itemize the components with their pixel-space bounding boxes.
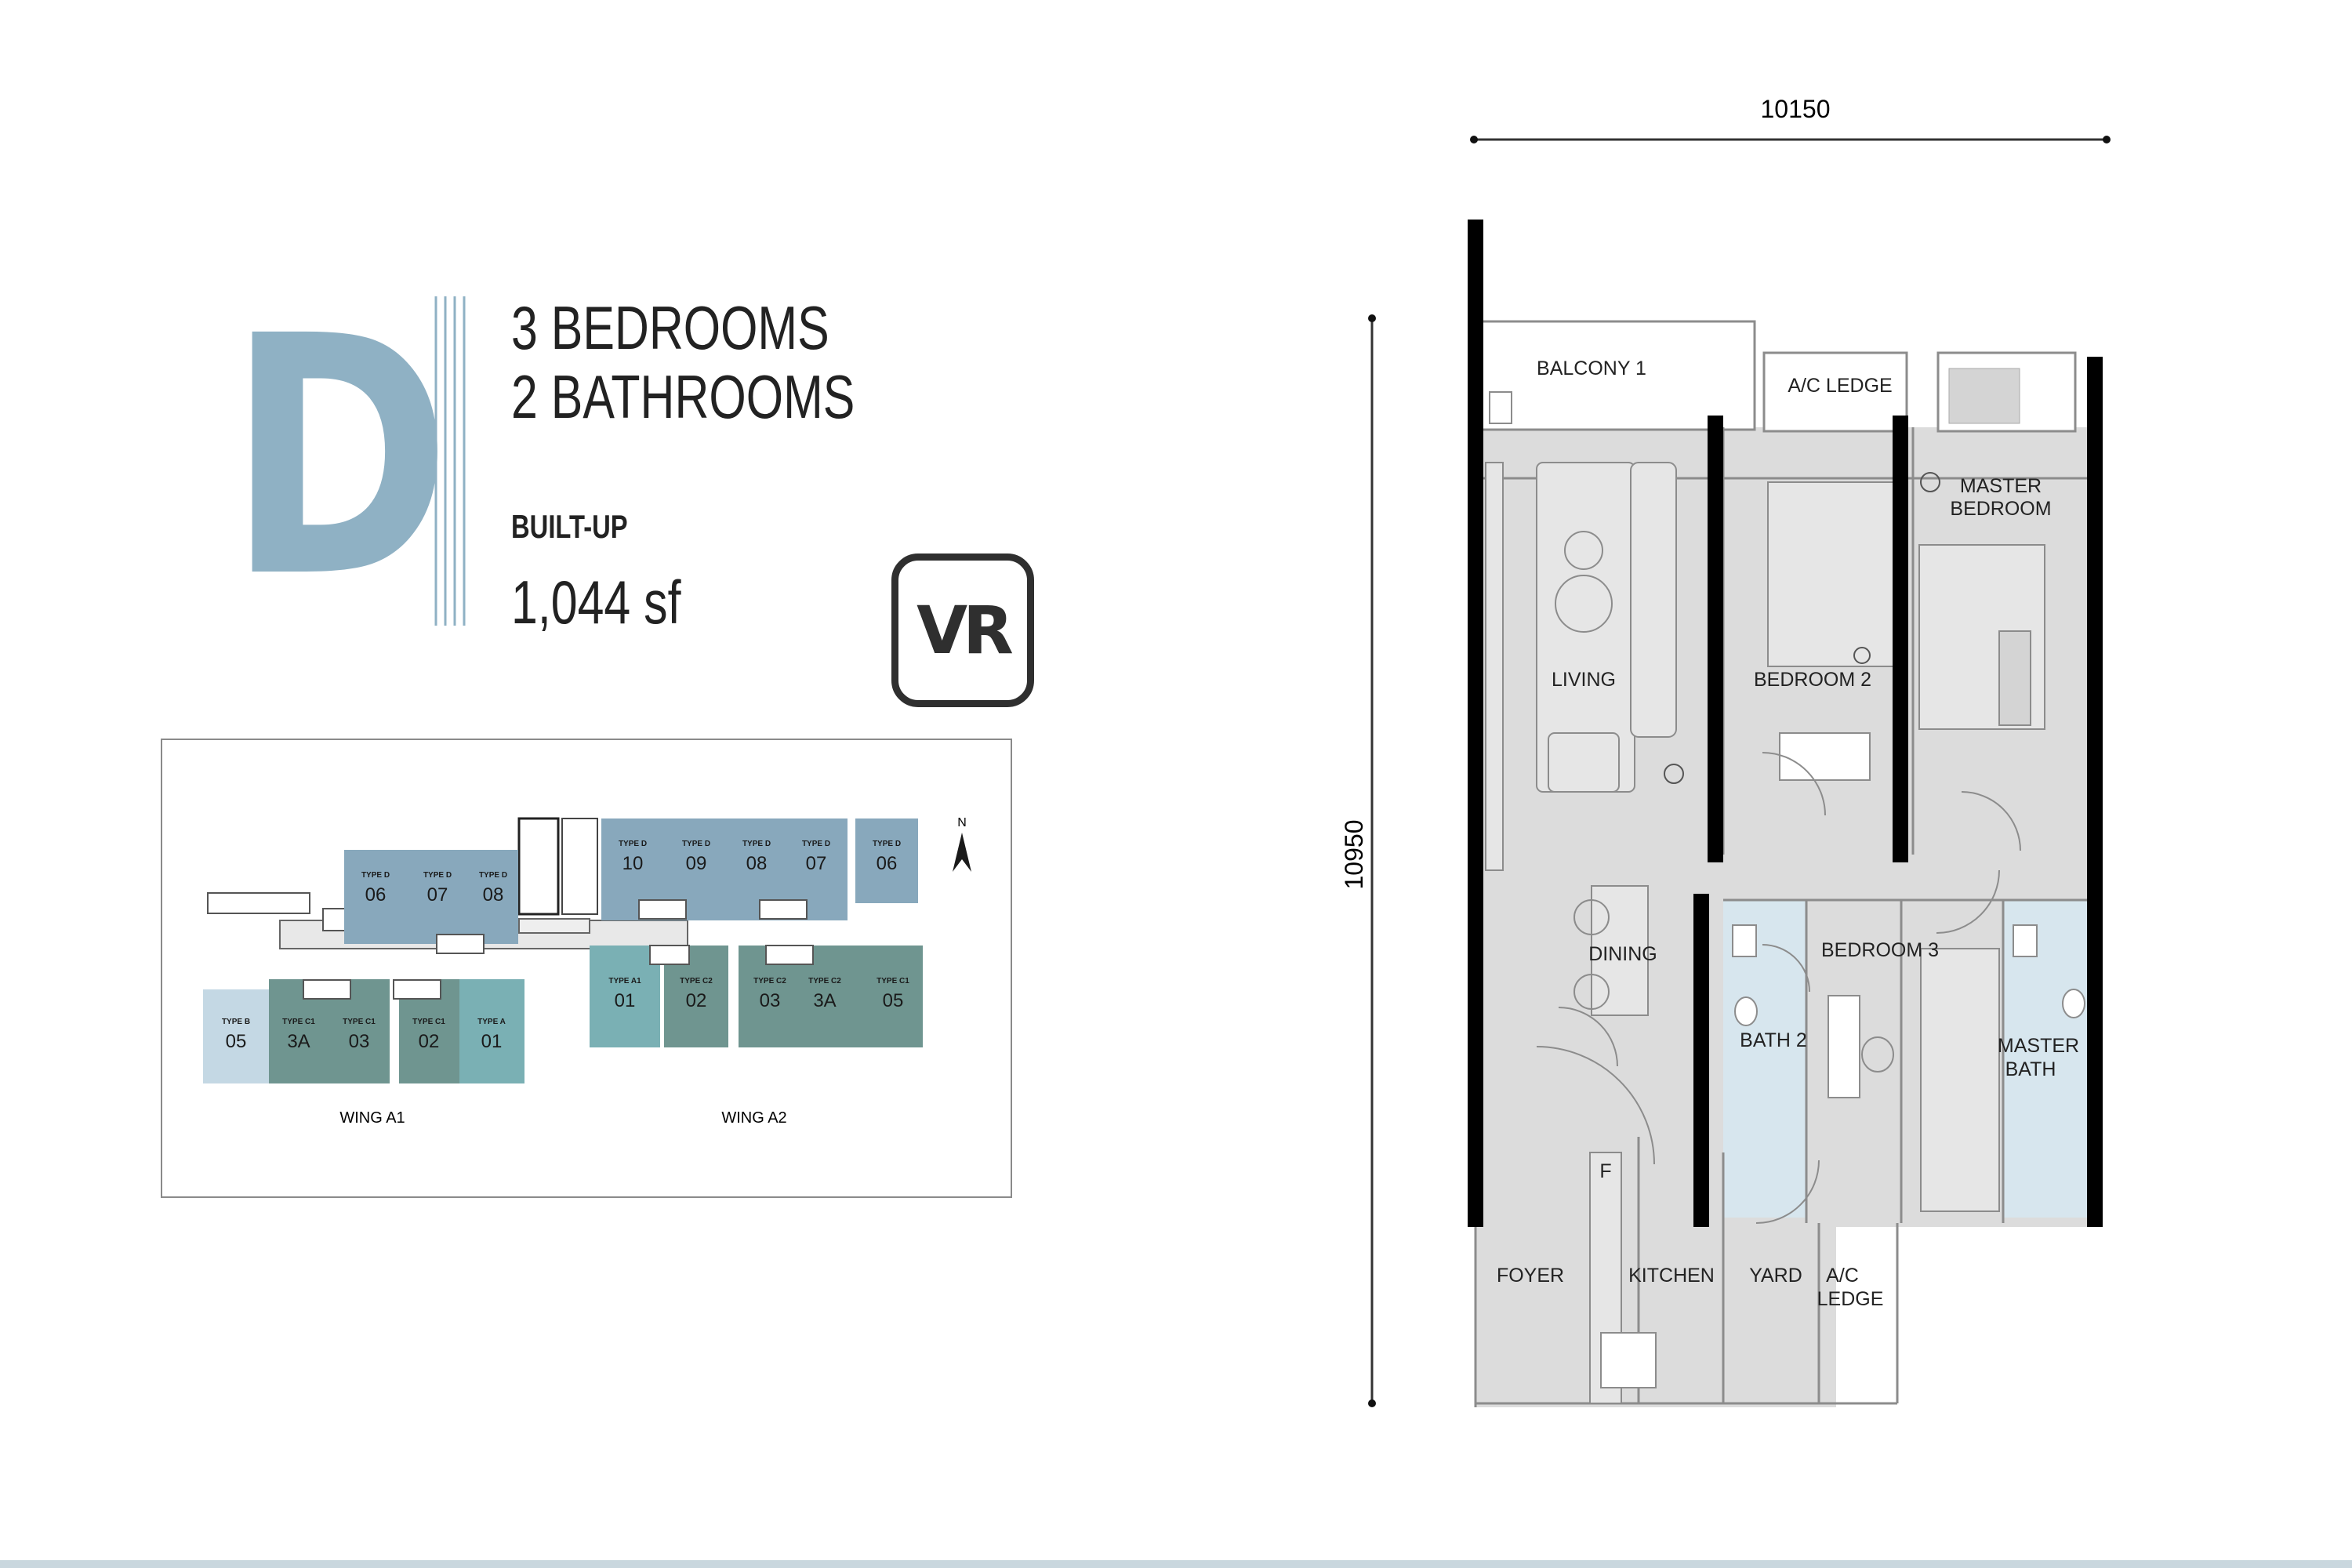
room-label-master-bedroom: BEDROOM (1950, 498, 2051, 520)
vr-button-label: VR (916, 592, 1014, 669)
wing-label: WING A1 (339, 1109, 405, 1127)
kp-unit-number: 02 (419, 1031, 440, 1052)
built-up-label: BUILT-UP (511, 508, 628, 545)
kp-unit-type: TYPE D (619, 840, 647, 848)
kp-unit-type: TYPE D (682, 840, 710, 848)
kp-unit-number: 07 (427, 884, 448, 906)
kp-unit-type: TYPE C2 (680, 977, 713, 985)
kp-unit-number: 05 (226, 1031, 247, 1052)
room-label-bedroom2: BEDROOM 2 (1754, 669, 1871, 691)
kp-unit-number: 08 (746, 853, 768, 874)
kp-unit-type: TYPE D (873, 840, 901, 848)
kp-unit (407, 850, 468, 944)
kp-unit-number: 03 (760, 990, 781, 1011)
room-label-bath2: BATH 2 (1740, 1029, 1807, 1051)
room-label-bedroom3: BEDROOM 3 (1821, 939, 1939, 961)
room-label-ac-ledge-bottom: A/C (1826, 1265, 1859, 1287)
vr-tour-button[interactable]: VR (891, 554, 1034, 707)
room-label-yard: YARD (1749, 1265, 1802, 1287)
bathrooms-count: 2 BATHROOMS (511, 362, 855, 431)
room-label-ac-ledge-bottom: LEDGE (1817, 1288, 1884, 1310)
fridge-label: F (1599, 1160, 1611, 1182)
kp-unit-type: TYPE D (361, 871, 390, 880)
north-label: N (957, 816, 967, 829)
kp-unit-number: 01 (481, 1031, 503, 1052)
room-label-foyer: FOYER (1497, 1265, 1564, 1287)
room-label-master-bedroom: MASTER (1960, 475, 2042, 497)
balcony (1480, 320, 1756, 431)
kp-unit-type: TYPE A1 (608, 977, 641, 985)
kp-unit-type: TYPE D (802, 840, 830, 848)
kp-unit (344, 850, 407, 944)
room-label-ac-ledge: A/C LEDGE (1788, 375, 1892, 397)
kp-unit-number: 08 (483, 884, 504, 906)
room-label-balcony: BALCONY 1 (1537, 358, 1646, 379)
kp-unit-number: 3A (287, 1031, 310, 1052)
built-up-value: 1,044 sf (511, 568, 681, 637)
kp-unit (590, 946, 660, 1047)
kp-unit-type: TYPE D (479, 871, 507, 880)
kp-unit-number: 06 (877, 853, 898, 874)
kp-unit-type: TYPE C1 (877, 977, 909, 985)
kp-unit-type: TYPE C1 (412, 1018, 445, 1026)
room-label-living: LIVING (1552, 669, 1616, 691)
bedrooms-count: 3 BEDROOMS (511, 293, 829, 362)
kp-unit-type: TYPE D (742, 840, 771, 848)
room-label-dining: DINING (1588, 943, 1657, 965)
kp-unit-number: 02 (686, 990, 707, 1011)
kp-unit-type: TYPE C1 (282, 1018, 315, 1026)
width-dimension: 10150 (1761, 95, 1831, 123)
height-dimension: 10950 (1340, 820, 1368, 890)
kp-unit-type: TYPE A (477, 1018, 506, 1026)
kp-unit-number: 03 (349, 1031, 370, 1052)
divider-lines (434, 296, 466, 626)
kp-unit-type: TYPE D (423, 871, 452, 880)
room-label-master-bath: MASTER (1998, 1035, 2079, 1057)
ac-ledge-top (1762, 351, 1908, 433)
north-arrow-icon (953, 833, 971, 872)
kp-unit (855, 818, 918, 903)
footer-divider (0, 1560, 2352, 1568)
unit-type-letter: D (227, 267, 452, 650)
room-label-kitchen: KITCHEN (1628, 1265, 1715, 1287)
kp-unit-number: 09 (686, 853, 707, 874)
kp-unit-type: TYPE B (222, 1018, 250, 1026)
key-plan-drawing: TYPE D TYPE D TYPE D TYPE B TYPE C1 TYPE… (203, 816, 971, 1127)
room-label-master-bath: BATH (2005, 1058, 2056, 1080)
wing-label: WING A2 (721, 1109, 786, 1127)
kp-unit (864, 946, 923, 1047)
kp-unit-type: TYPE C2 (753, 977, 786, 985)
kp-unit-type: TYPE C1 (343, 1018, 376, 1026)
kp-unit (203, 989, 269, 1083)
kp-unit (468, 850, 518, 944)
kp-unit-number: 10 (622, 853, 644, 874)
kp-unit-type: TYPE C2 (808, 977, 841, 985)
key-plan: TYPE D TYPE D TYPE D TYPE B TYPE C1 TYPE… (161, 739, 1012, 1198)
kp-unit-number: 07 (806, 853, 827, 874)
floor-plan: 10150 10950 (1340, 95, 2111, 1407)
kp-unit-number: 06 (365, 884, 387, 906)
kp-unit-number: 05 (883, 990, 904, 1011)
kp-unit (459, 979, 524, 1083)
kp-unit-number: 01 (615, 990, 636, 1011)
kp-unit-number: 3A (813, 990, 836, 1011)
